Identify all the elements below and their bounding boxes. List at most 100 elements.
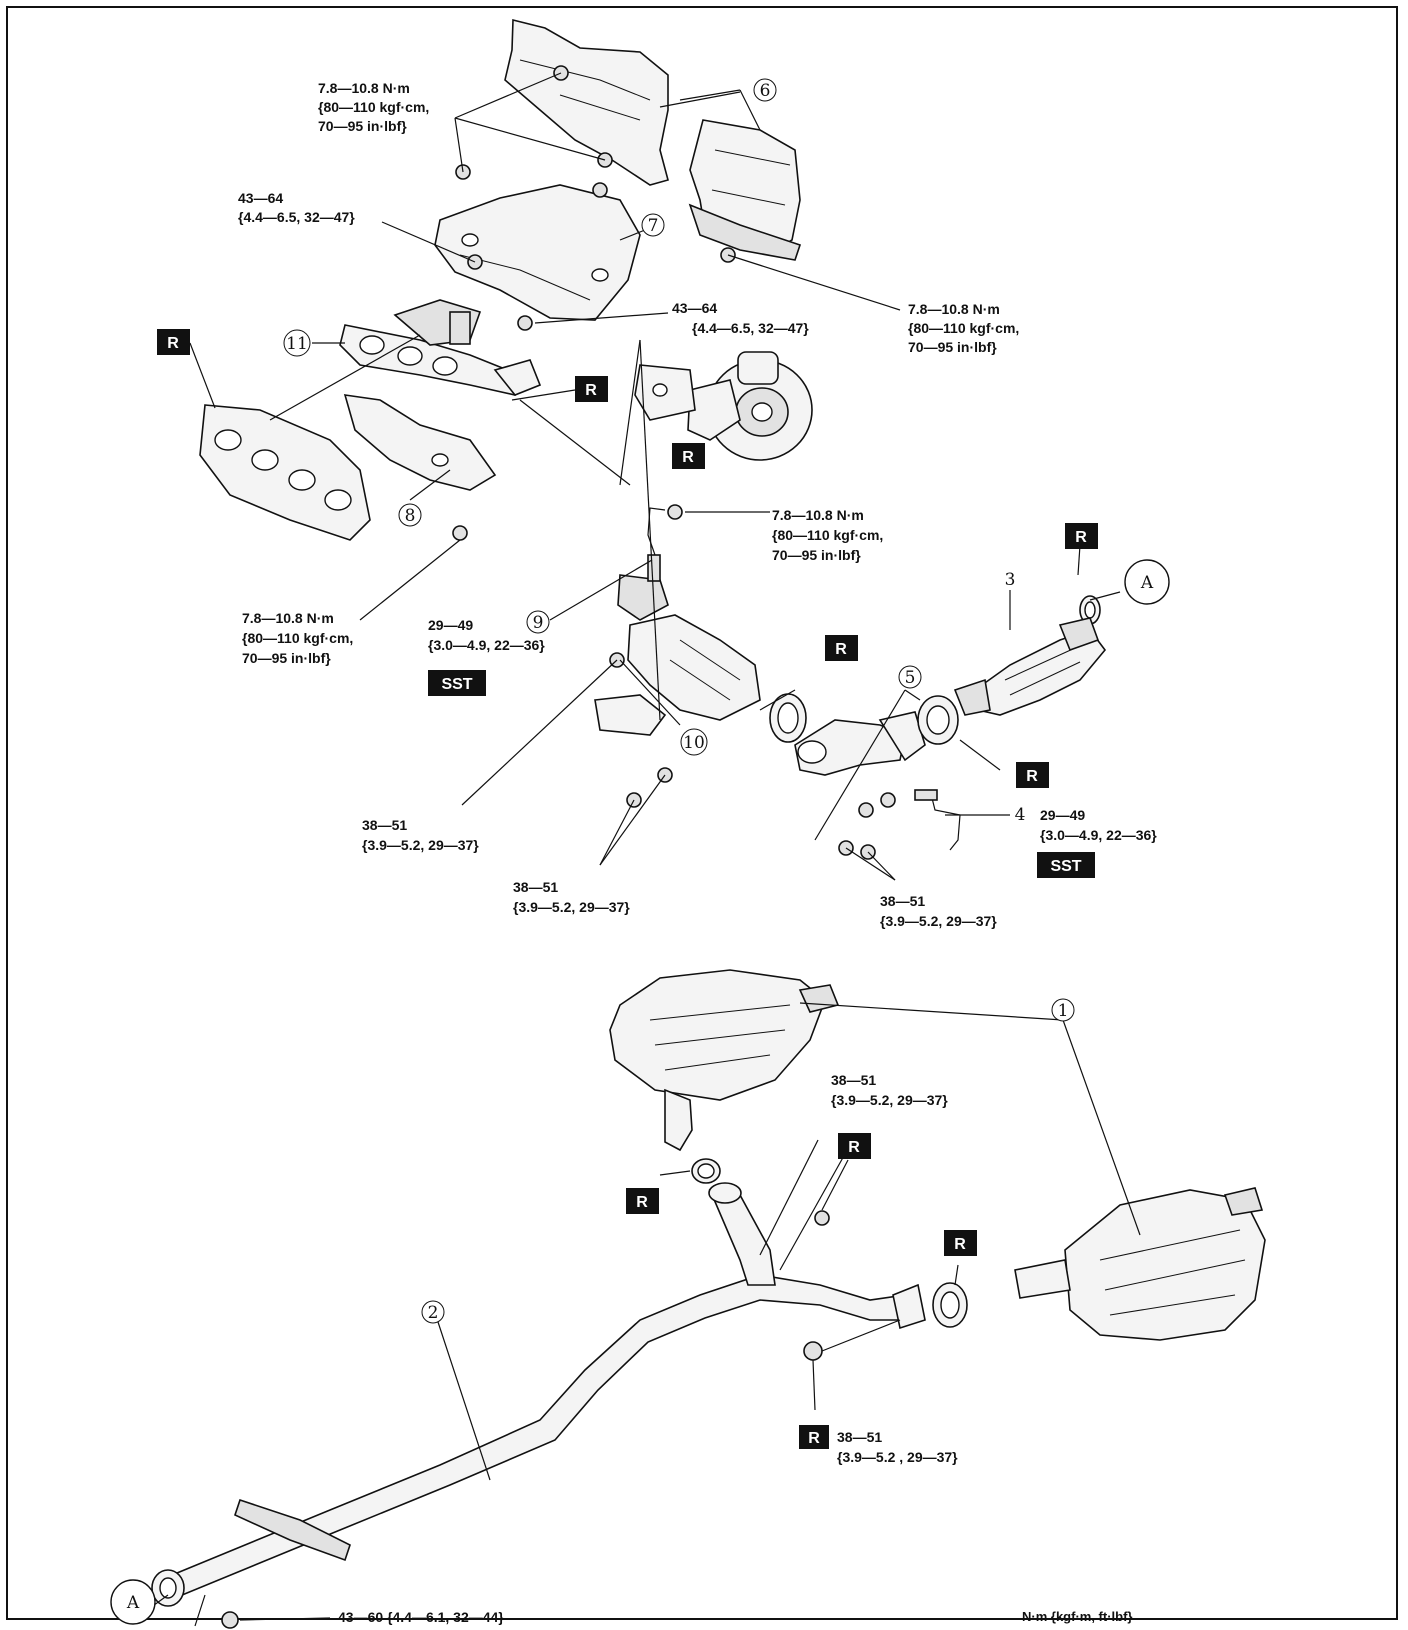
- svg-text:R: R: [167, 335, 179, 352]
- svg-text:70—95 in·lbf}: 70—95 in·lbf}: [772, 547, 861, 563]
- svg-text:{4.4—6.5, 32—47}: {4.4—6.5, 32—47}: [238, 209, 355, 225]
- replace-badge: R: [799, 1425, 829, 1449]
- svg-text:38—51: 38—51: [362, 817, 407, 833]
- sst-badge: SST: [428, 670, 486, 696]
- replace-badge: R: [575, 376, 608, 402]
- svg-text:{80—110 kgf·cm,: {80—110 kgf·cm,: [772, 527, 883, 543]
- connector-a-top: A: [1124, 559, 1170, 605]
- part-silencers: [609, 969, 1266, 1341]
- part-oxygen-sensors: [647, 507, 961, 851]
- part-lower-insulator: [343, 394, 497, 491]
- svg-text:10: 10: [683, 733, 705, 753]
- svg-text:11: 11: [286, 334, 308, 354]
- svg-text:7.8—10.8 N·m: 7.8—10.8 N·m: [772, 507, 864, 523]
- svg-text:3: 3: [1005, 570, 1016, 590]
- svg-text:A: A: [126, 1593, 140, 1613]
- svg-text:7.8—10.8 N·m: 7.8—10.8 N·m: [908, 301, 1000, 317]
- svg-text:R: R: [1026, 768, 1038, 785]
- part-gaskets: [769, 595, 1101, 745]
- svg-text:38—51: 38—51: [513, 879, 558, 895]
- replace-badge: R: [1016, 762, 1049, 788]
- part-number-1: 1: [1051, 998, 1075, 1022]
- svg-text:7.8—10.8 N·m: 7.8—10.8 N·m: [318, 80, 410, 96]
- svg-text:{3.9—5.2, 29—37}: {3.9—5.2, 29—37}: [362, 837, 479, 853]
- part-number-4: 4: [1015, 805, 1026, 825]
- svg-text:{4.4—6.5, 32—47}: {4.4—6.5, 32—47}: [692, 320, 809, 336]
- torque-front-oxygen-sensor: 29—49 {3.0—4.9, 22—36}: [428, 617, 545, 653]
- torque-bracket-bolts: 38—51 {3.9—5.2, 29—37}: [513, 879, 630, 915]
- part-manifold-insulator: [434, 184, 641, 321]
- svg-text:38—51: 38—51: [837, 1429, 882, 1445]
- torque-heat-insulator-right: 7.8—10.8 N·m {80—110 kgf·cm, 70—95 in·lb…: [908, 301, 1019, 355]
- svg-text:{3.0—4.9, 22—36}: {3.0—4.9, 22—36}: [1040, 827, 1157, 843]
- svg-text:43—64: 43—64: [238, 190, 283, 206]
- svg-text:{3.0—4.9, 22—36}: {3.0—4.9, 22—36}: [428, 637, 545, 653]
- svg-text:{3.9—5.2, 29—37}: {3.9—5.2, 29—37}: [831, 1092, 948, 1108]
- svg-text:29—49: 29—49: [1040, 807, 1085, 823]
- svg-text:A: A: [1140, 573, 1154, 593]
- replace-badge: R: [626, 1188, 659, 1214]
- leader-lines: [149, 72, 1141, 1627]
- svg-text:{80—110 kgf·cm,: {80—110 kgf·cm,: [908, 320, 1019, 336]
- part-upper-heat-insulator: [504, 18, 802, 261]
- torque-rear-oxygen-sensor: 29—49 {3.0—4.9, 22—36}: [1040, 807, 1157, 843]
- svg-text:43—60 {4.4—6.1, 32—44}: 43—60 {4.4—6.1, 32—44}: [338, 1609, 504, 1625]
- svg-text:{3.9—5.2, 29—37}: {3.9—5.2, 29—37}: [880, 913, 997, 929]
- svg-text:R: R: [682, 449, 694, 466]
- replace-badge: R: [1065, 523, 1098, 549]
- torque-presilencer-nuts: 38—51 {3.9—5.2, 29—37}: [880, 893, 997, 929]
- units-note: N·m {kgf·m, ft·lbf}: [1022, 1609, 1133, 1624]
- svg-text:R: R: [954, 1236, 966, 1253]
- svg-text:{3.9—5.2 , 29—37}: {3.9—5.2 , 29—37}: [837, 1449, 958, 1465]
- torque-oxygen-sensor-bracket: 7.8—10.8 N·m {80—110 kgf·cm, 70—95 in·lb…: [772, 507, 883, 563]
- svg-text:70—95 in·lbf}: 70—95 in·lbf}: [242, 650, 331, 666]
- svg-text:{3.9—5.2, 29—37}: {3.9—5.2, 29—37}: [513, 899, 630, 915]
- svg-text:70—95 in·lbf}: 70—95 in·lbf}: [318, 118, 407, 134]
- svg-text:R: R: [1075, 529, 1087, 546]
- part-number-6: 6: [753, 78, 777, 102]
- svg-text:4: 4: [1015, 805, 1026, 825]
- torque-manifold-nut-left: 43—64 {4.4—6.5, 32—47}: [238, 190, 355, 225]
- replace-badges: R R R R R R R R: [157, 329, 1098, 1449]
- replace-badge: R: [838, 1133, 871, 1159]
- torque-wu-twc-nut: 38—51 {3.9—5.2, 29—37}: [362, 817, 479, 853]
- svg-text:38—51: 38—51: [831, 1072, 876, 1088]
- part-manifold-gasket: [199, 404, 371, 541]
- torque-heat-insulator-upper: 7.8—10.8 N·m {80—110 kgf·cm, 70—95 in·lb…: [318, 80, 429, 134]
- svg-text:1: 1: [1058, 1001, 1069, 1021]
- torque-manifold-nut-center: 43—64 {4.4—6.5, 32—47}: [672, 300, 809, 336]
- svg-text:N·m {kgf·m, ft·lbf}: N·m {kgf·m, ft·lbf}: [1022, 1609, 1133, 1624]
- svg-text:43—64: 43—64: [672, 300, 717, 316]
- svg-text:{80—110 kgf·cm,: {80—110 kgf·cm,: [242, 630, 353, 646]
- replace-badge: R: [157, 329, 190, 355]
- torque-front-pipe-nut: 43—60 {4.4—6.1, 32—44}: [338, 1609, 504, 1625]
- svg-text:R: R: [636, 1194, 648, 1211]
- svg-text:29—49: 29—49: [428, 617, 473, 633]
- part-turbocharger: [634, 351, 813, 461]
- part-number-5: 5: [898, 665, 922, 689]
- svg-text:R: R: [835, 641, 847, 658]
- torque-middle-pipe-nut: 38—51 {3.9—5.2 , 29—37}: [837, 1429, 958, 1465]
- torque-main-silencer-nuts: 38—51 {3.9—5.2, 29—37}: [831, 1072, 948, 1108]
- svg-text:8: 8: [405, 506, 416, 526]
- part-catalytic-converter: [953, 617, 1107, 716]
- sst-badges: SST SST: [428, 670, 1095, 878]
- part-number-11: 11: [283, 329, 311, 357]
- svg-text:7.8—10.8 N·m: 7.8—10.8 N·m: [242, 610, 334, 626]
- sst-badge: SST: [1037, 852, 1095, 878]
- svg-text:9: 9: [533, 613, 544, 633]
- part-number-7: 7: [641, 213, 665, 237]
- torque-lower-insulator: 7.8—10.8 N·m {80—110 kgf·cm, 70—95 in·lb…: [242, 610, 353, 666]
- svg-text:7: 7: [648, 216, 659, 236]
- svg-text:R: R: [585, 382, 597, 399]
- diagram-border: [6, 6, 1398, 1620]
- svg-text:5: 5: [905, 668, 916, 688]
- svg-text:38—51: 38—51: [880, 893, 925, 909]
- replace-badge: R: [825, 635, 858, 661]
- svg-text:70—95 in·lbf}: 70—95 in·lbf}: [908, 339, 997, 355]
- part-front-pipe: [794, 711, 926, 776]
- svg-text:SST: SST: [1050, 858, 1081, 875]
- svg-text:R: R: [808, 1430, 820, 1447]
- svg-text:6: 6: [760, 81, 771, 101]
